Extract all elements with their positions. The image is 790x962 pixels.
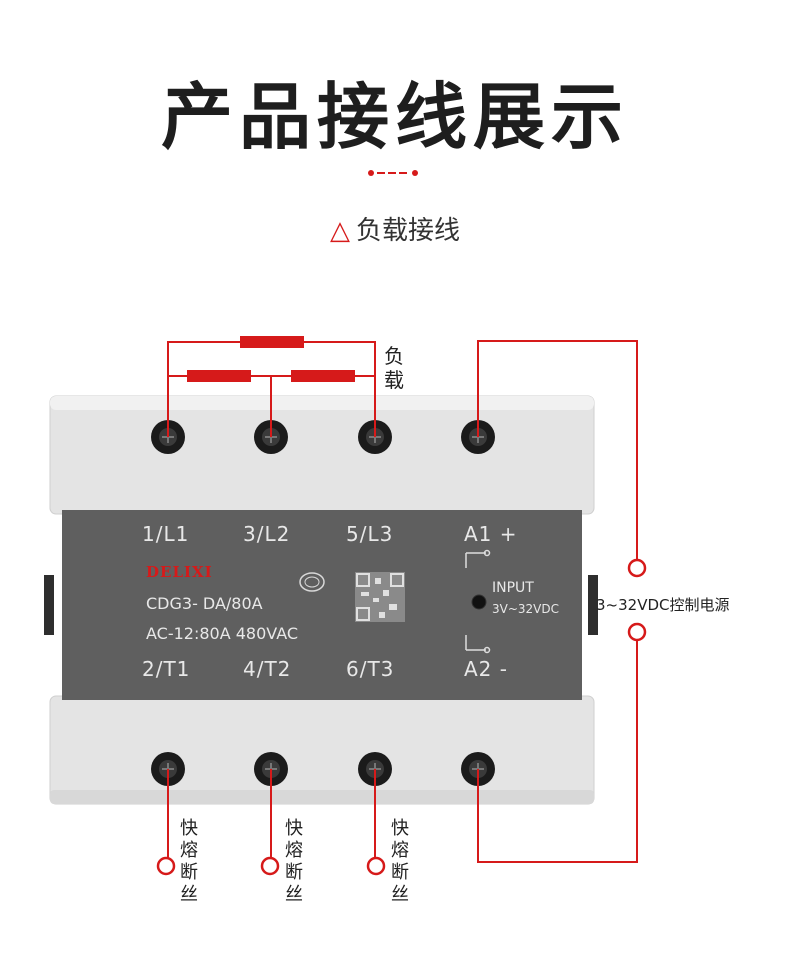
- terminal-label-5: 5/L3: [346, 522, 394, 546]
- led-indicator: [471, 594, 487, 610]
- relay-housing-top: [49, 395, 595, 515]
- title-divider: [368, 168, 424, 178]
- terminal-label-2: 2/T1: [142, 657, 191, 681]
- relay-housing-bottom: [49, 695, 595, 805]
- section-subtitle: △负载接线: [329, 216, 460, 246]
- fuse-wiring: [167, 769, 376, 858]
- terminal-label-4: 4/T2: [243, 657, 292, 681]
- input-range: 3V~32VDC: [492, 602, 559, 616]
- control-terminal-minus: [627, 622, 647, 642]
- relay-label-panel: [62, 510, 582, 700]
- fuse-terminal-3: [366, 856, 386, 876]
- triangle-icon: △: [329, 216, 350, 246]
- page-title: 产品接线展示: [160, 75, 629, 159]
- fuse-terminal-1: [156, 856, 176, 876]
- control-wiring: [477, 340, 638, 863]
- brand-logo: DELIXI: [146, 563, 213, 581]
- terminal-label-a2: A2 -: [464, 657, 508, 681]
- load-label: 负 载: [384, 344, 404, 392]
- terminal-label-1: 1/L1: [142, 522, 190, 546]
- terminal-label-a1: A1 +: [464, 522, 518, 546]
- control-power-label: 3~32VDC控制电源: [596, 596, 730, 614]
- fuse-terminal-2: [260, 856, 280, 876]
- fuse-label-3: 快熔断丝: [391, 818, 409, 905]
- qr-code-icon: [355, 572, 405, 622]
- load-resistor-top: [240, 336, 304, 348]
- input-indicator: [465, 549, 491, 654]
- control-terminal-plus: [627, 558, 647, 578]
- ccc-certification-icon: [299, 572, 325, 592]
- rating-label: AC-12:80A 480VAC: [146, 624, 299, 643]
- load-resistor-right: [291, 370, 355, 382]
- model-label: CDG3- DA/80A: [146, 594, 263, 613]
- input-title: INPUT: [492, 580, 534, 596]
- terminal-label-6: 6/T3: [346, 657, 395, 681]
- fuse-label-2: 快熔断丝: [285, 818, 303, 905]
- terminal-label-3: 3/L2: [243, 522, 291, 546]
- fuse-label-1: 快熔断丝: [180, 818, 198, 905]
- load-resistor-left: [187, 370, 251, 382]
